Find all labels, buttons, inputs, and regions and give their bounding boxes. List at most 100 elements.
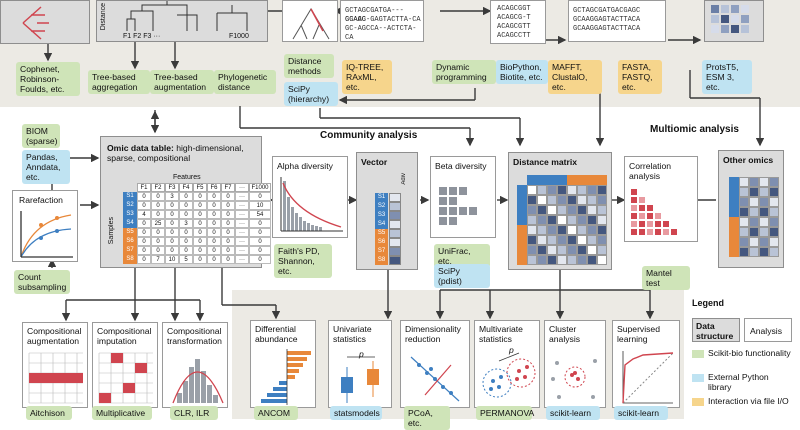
- distmat-cell: [557, 185, 567, 195]
- omic-cell: 54: [249, 210, 271, 219]
- distmat-cell: [567, 205, 577, 215]
- other-omics-row-id: [729, 197, 739, 207]
- vector-sample-id: S8: [375, 256, 388, 265]
- clr-tag: CLR, ILR: [170, 406, 218, 420]
- vector-cell: [389, 256, 401, 265]
- other-omics-cell: [739, 227, 749, 237]
- vector-cell: [389, 211, 401, 220]
- mantel-tag: Mantel test: [642, 266, 690, 290]
- f1000-label: F1000: [229, 33, 249, 40]
- omic-cell: 0: [179, 228, 193, 237]
- distmat-cell: [577, 195, 587, 205]
- distmat-cell: [537, 235, 547, 245]
- comp-imputation-title: Compositional imputation: [97, 326, 152, 346]
- other-omics-row-id: [729, 247, 739, 257]
- distmat-cell: [567, 185, 577, 195]
- other-omics-cell: [769, 197, 779, 207]
- omic-cell: ···: [235, 201, 249, 210]
- omic-row-id: S6: [123, 237, 137, 246]
- omic-cell: 0: [179, 201, 193, 210]
- pandas-tag: Pandas, Anndata, etc.: [22, 150, 70, 184]
- distmat-cell: [587, 195, 597, 205]
- distmat-cell: [557, 245, 567, 255]
- distmat-cell: [557, 235, 567, 245]
- distmat-cell: [537, 205, 547, 215]
- omic-col-header: F6: [207, 183, 221, 192]
- omic-cell: 0: [193, 246, 207, 255]
- other-omics-cell: [749, 187, 759, 197]
- omic-cell: 0: [151, 237, 165, 246]
- boxplot-icon: [341, 356, 379, 403]
- omic-row-id: S2: [123, 201, 137, 210]
- omic-cell: 0: [165, 246, 179, 255]
- distmat-header: [547, 175, 557, 185]
- omic-cell: 0: [137, 192, 151, 201]
- dendrogram-icon: [126, 1, 248, 31]
- distmat-cell: [527, 235, 537, 245]
- imputation-grid-icon: [98, 352, 153, 404]
- distmat-cell: [547, 195, 557, 205]
- ancom-tag: ANCOM: [254, 406, 298, 420]
- other-omics-cell: [769, 207, 779, 217]
- other-omics-cell: [769, 177, 779, 187]
- omic-cell: 0: [137, 228, 151, 237]
- other-omics-cell: [749, 207, 759, 217]
- comp-augmentation-title: Compositional augmentation: [27, 326, 82, 346]
- comp-transformation-panel: Compositional transformation: [162, 322, 228, 408]
- alpha-diversity-title: Alpha diversity: [277, 161, 333, 171]
- samples-label: Samples: [108, 217, 115, 245]
- omic-cell: 0: [207, 192, 221, 201]
- cophenet-tag: Cophenet, Robinson-Foulds, etc.: [16, 62, 80, 96]
- omic-cell: 0: [137, 219, 151, 228]
- distmat-cell: [567, 235, 577, 245]
- distmat-row-id: [517, 255, 527, 265]
- distmat-row-id: [517, 195, 527, 205]
- distmat-header: [587, 175, 597, 185]
- beta-bars-icon: [439, 187, 477, 225]
- distmat-cell: [597, 235, 607, 245]
- comp-transformation-title: Compositional transformation: [167, 326, 222, 346]
- embedding-grid-icon: [711, 5, 749, 33]
- pcoa-tag: PCoA, etc.: [404, 406, 450, 430]
- omic-cell: 0: [165, 219, 179, 228]
- omic-cell: 0: [249, 192, 271, 201]
- multiomic-section-title: Multiomic analysis: [650, 124, 739, 135]
- other-omics-cell: [769, 227, 779, 237]
- sklearn-cluster-tag: scikit-learn: [546, 406, 600, 420]
- omic-cell: ···: [235, 228, 249, 237]
- community-section-title: Community analysis: [320, 130, 418, 141]
- legend-green-swatch: [692, 350, 704, 358]
- omic-cell: 0: [165, 228, 179, 237]
- omic-cell: 0: [207, 255, 221, 264]
- distmat-cell: [597, 195, 607, 205]
- distmat-cell: [537, 255, 547, 265]
- distmat-cell: [537, 245, 547, 255]
- other-omics-row-id: [729, 187, 739, 197]
- distmat-cell: [557, 215, 567, 225]
- omic-title-rest: high-dimensional, sparse, compositional: [107, 143, 244, 163]
- tree-augmentation-tag: Tree-based augmentation: [150, 70, 214, 94]
- omic-cell: 10: [165, 255, 179, 264]
- other-omics-cell: [759, 177, 769, 187]
- other-omics-cell: [759, 207, 769, 217]
- omic-cell: 0: [221, 246, 235, 255]
- distmat-cell: [577, 245, 587, 255]
- legend-yellow-swatch: [692, 398, 704, 406]
- msa-seq-1: GCTAGCGATGACGAGC: [573, 7, 641, 15]
- omic-cell: 0: [249, 228, 271, 237]
- dimred-title: Dimensionality reduction: [405, 324, 461, 344]
- multiplicative-tag: Multiplicative: [92, 406, 152, 420]
- other-omics-row-id: [729, 207, 739, 217]
- omic-col-header: ···: [235, 183, 249, 192]
- multivariate-p-label: p: [509, 345, 514, 355]
- distmat-row-id: [517, 245, 527, 255]
- omic-cell: 3: [165, 192, 179, 201]
- omic-cell: 0: [165, 201, 179, 210]
- scipy-pdist-tag: SciPy (pdist): [434, 264, 490, 288]
- other-omics-row-id: [729, 227, 739, 237]
- omic-cell: 0: [249, 237, 271, 246]
